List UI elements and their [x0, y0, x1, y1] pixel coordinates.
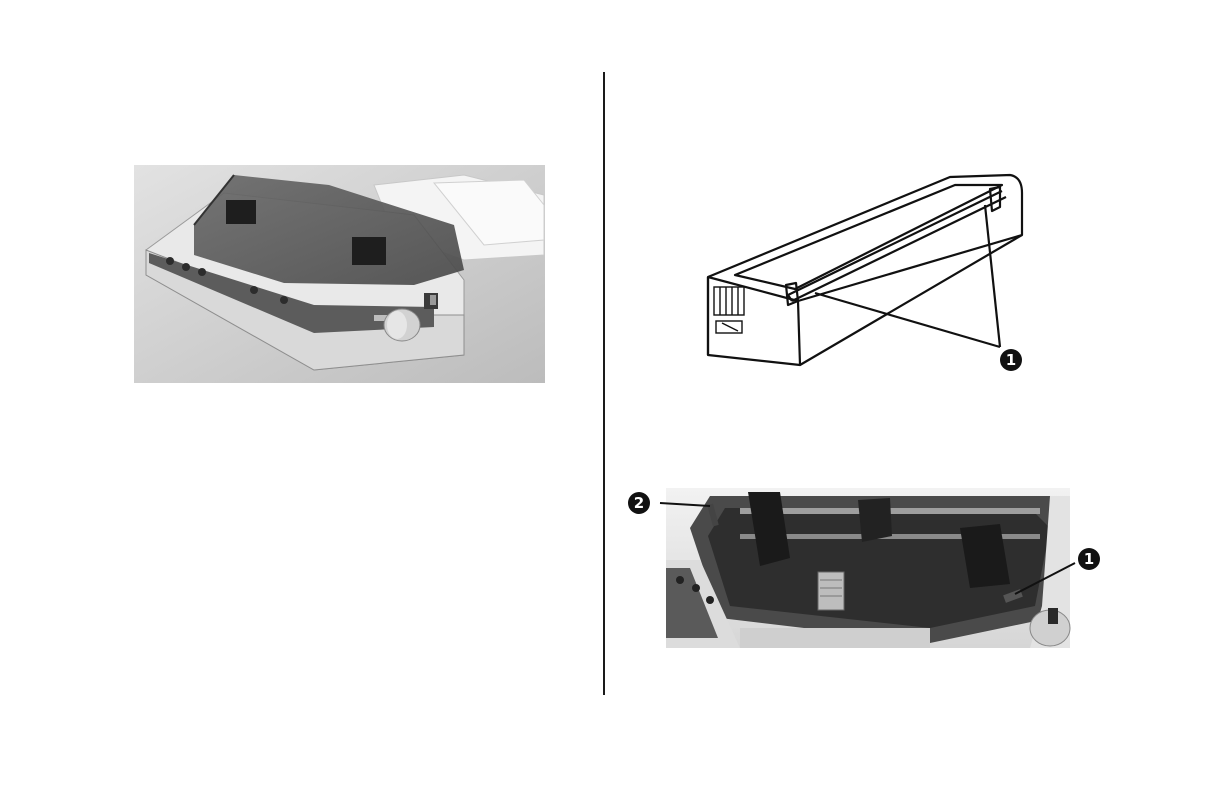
callout-marker: 1	[1078, 548, 1100, 570]
printer-photo	[134, 165, 545, 383]
callout-marker: 2	[628, 492, 650, 514]
callout-marker: 1	[1000, 349, 1022, 371]
printer-photo-icon	[134, 165, 545, 383]
printer-mechanism-photo-icon	[630, 488, 1120, 648]
printer-line-drawing-icon	[700, 165, 1030, 375]
cover-drawing: 1	[700, 165, 1030, 375]
mechanism-photo: 2 1	[630, 488, 1120, 648]
page-divider	[603, 72, 605, 695]
